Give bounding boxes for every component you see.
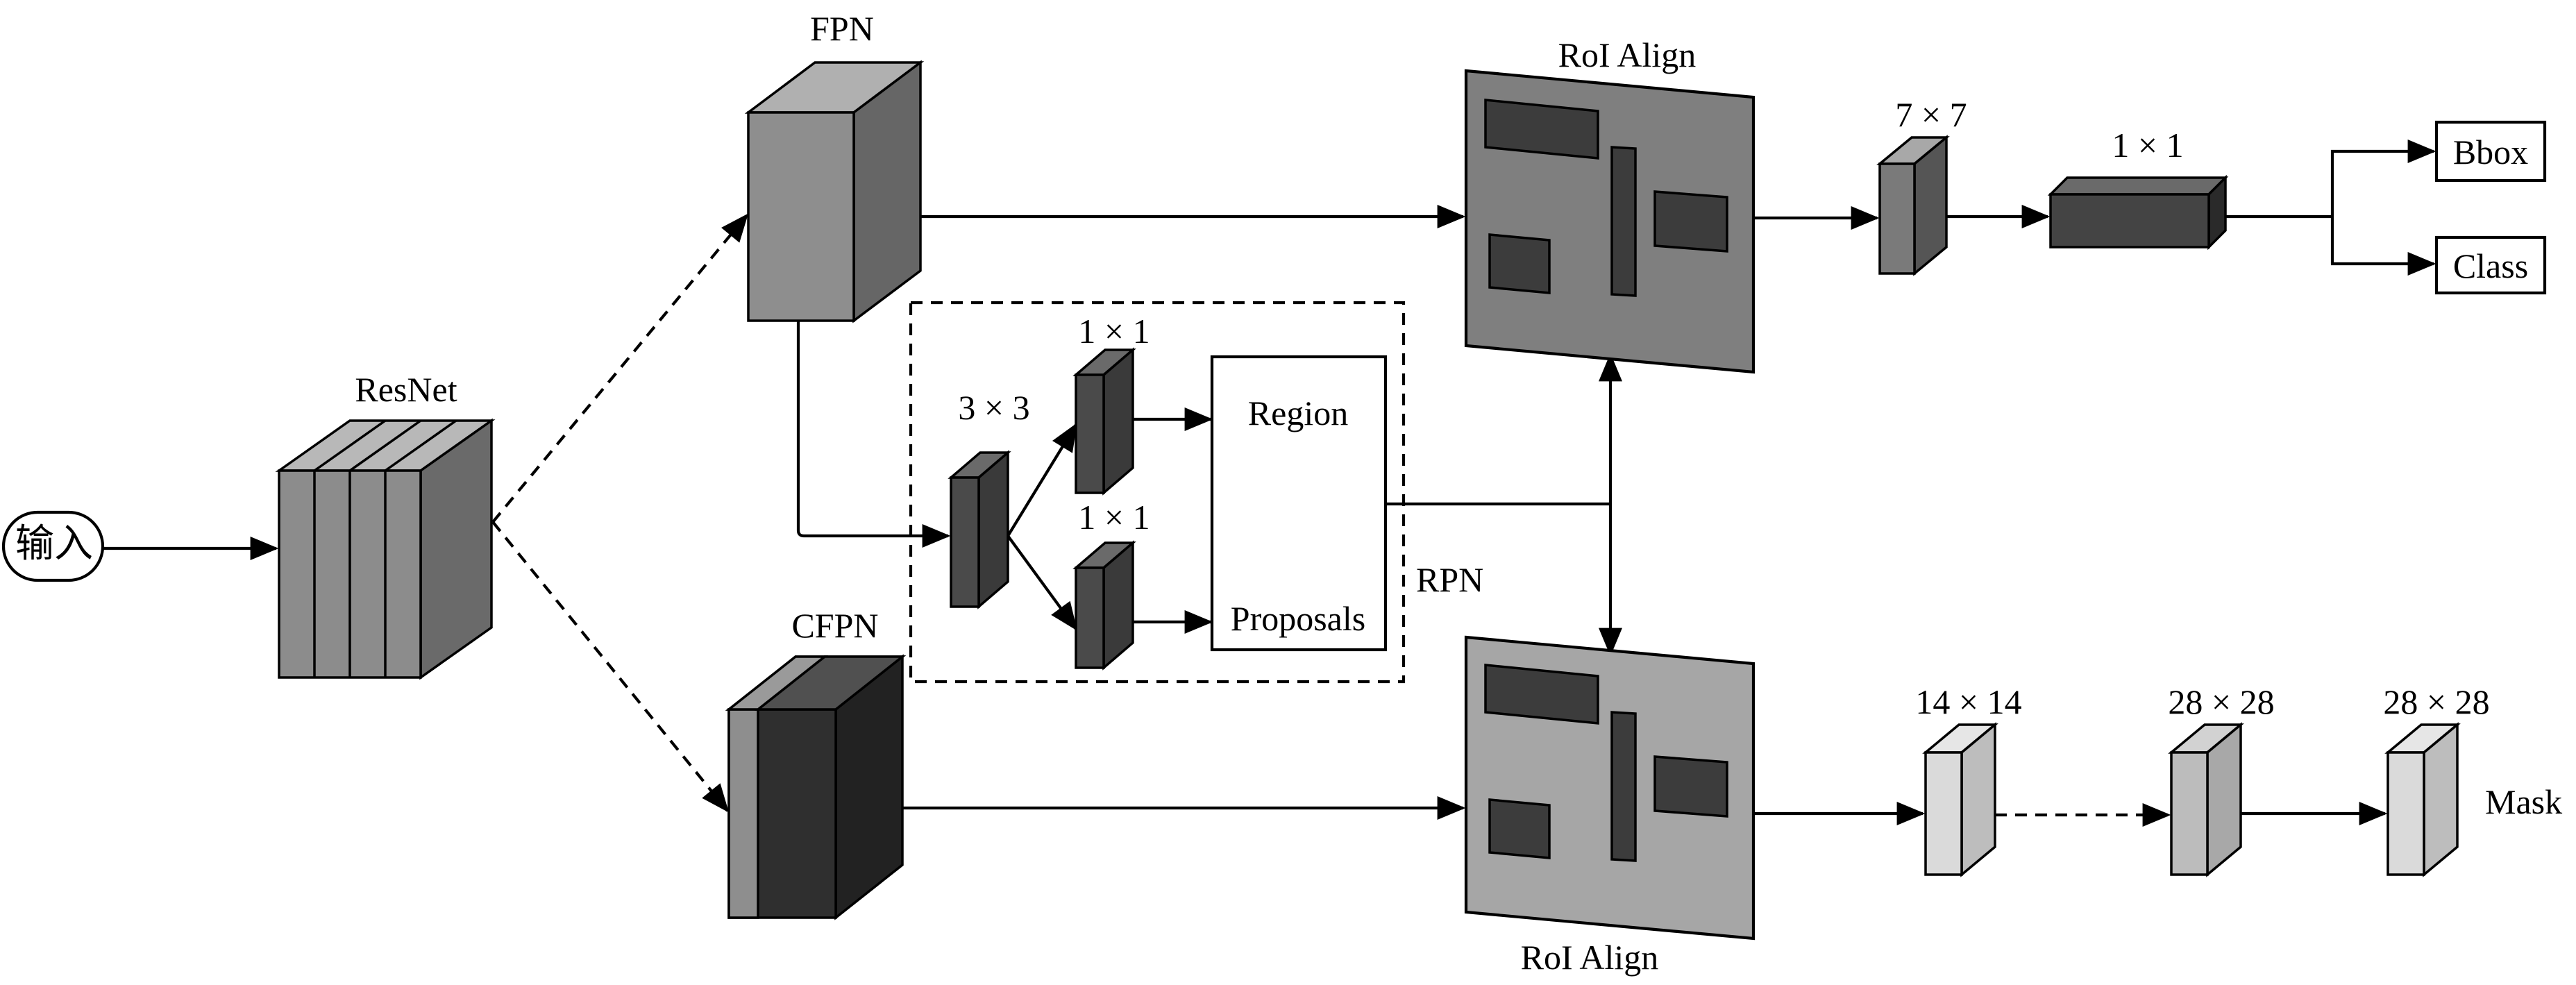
- resnet-block: [275, 418, 496, 680]
- cfpn-label: CFPN: [791, 606, 878, 645]
- size-7x7-label: 7 × 7: [1895, 95, 1967, 134]
- region-proposals-box: [1210, 355, 1388, 652]
- arrow-fpn-to-rpn: [796, 321, 951, 548]
- rpn-conv-1x1-top: [1072, 347, 1136, 496]
- input-node: 输入: [1, 510, 105, 582]
- block-28x28-b: [2384, 722, 2461, 877]
- region-label: Region: [1248, 394, 1348, 432]
- rpn-conv-1x1-bottom: [1072, 540, 1136, 671]
- fpn-label: FPN: [810, 9, 874, 48]
- roi-top-label: RoI Align: [1558, 35, 1697, 74]
- roi-align-bottom: [1464, 635, 1756, 941]
- class-output: Class: [2434, 235, 2547, 295]
- rpn-conv-3x3: [948, 450, 1011, 609]
- block-14x14: [1922, 722, 1998, 877]
- cfpn-block: [725, 654, 907, 920]
- block-7x7: [1876, 135, 1950, 276]
- conv-3x3-label: 3 × 3: [958, 388, 1029, 427]
- fpn-block: [744, 60, 925, 323]
- block-28x28-a: [2168, 722, 2244, 877]
- proposals-label: Proposals: [1231, 599, 1365, 638]
- arrow-3x3-to-1x1-top: [1007, 423, 1077, 537]
- size-28x28-a-label: 28 × 28: [2168, 682, 2274, 721]
- rpn-box: [909, 301, 1406, 684]
- arrow-resnet-to-cfpn: [491, 521, 730, 813]
- input-label: 输入: [15, 523, 93, 566]
- bbox-label: Bbox: [2453, 133, 2528, 171]
- class-label: Class: [2453, 246, 2528, 285]
- block-1x1-fc: [2047, 174, 2229, 251]
- conv-1x1-bottom-label: 1 × 1: [1078, 498, 1150, 537]
- rpn-label: RPN: [1416, 560, 1483, 599]
- roi-align-top: [1464, 69, 1756, 374]
- arrow-3x3-to-1x1-bottom: [1007, 534, 1078, 631]
- conv-1x1-top-label: 1 × 1: [1078, 312, 1150, 351]
- mask-label: Mask: [2485, 782, 2562, 821]
- roi-bottom-label: RoI Align: [1521, 938, 1659, 977]
- bbox-output: Bbox: [2434, 120, 2547, 183]
- size-14x14-label: 14 × 14: [1915, 682, 2021, 721]
- size-28x28-b-label: 28 × 28: [2383, 682, 2489, 721]
- size-1x1-label: 1 × 1: [2112, 126, 2183, 165]
- arrow-resnet-to-fpn: [491, 213, 749, 523]
- resnet-label: ResNet: [355, 370, 457, 409]
